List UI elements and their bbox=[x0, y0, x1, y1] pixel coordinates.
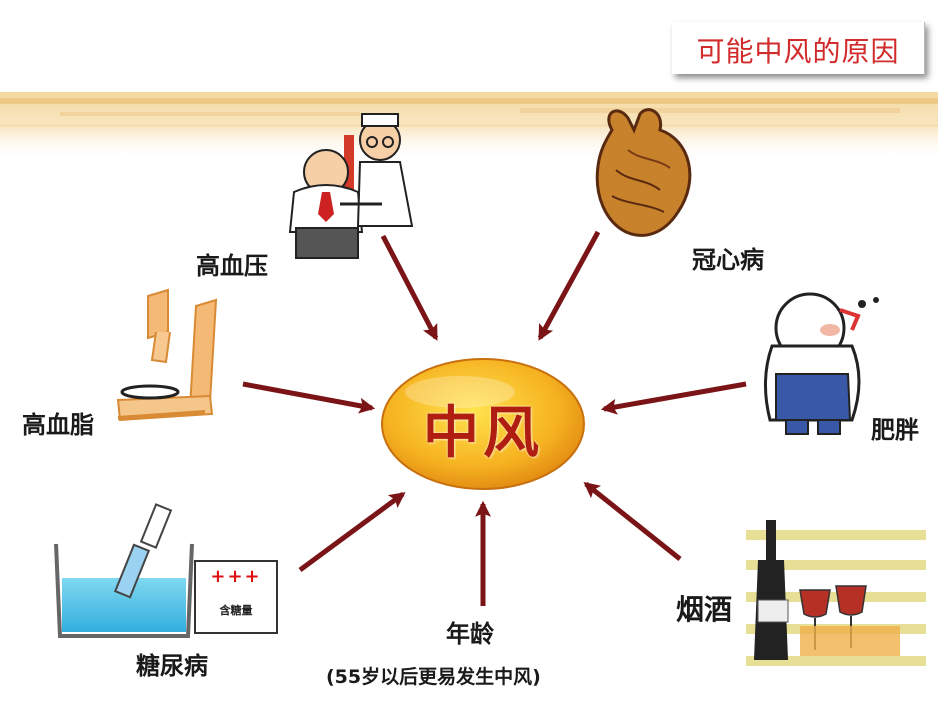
arrows bbox=[242, 230, 747, 606]
arrow-coronary bbox=[537, 230, 601, 341]
test-card-marks: +++ bbox=[210, 566, 262, 587]
heart-icon bbox=[595, 108, 692, 237]
urine-test-icon bbox=[54, 503, 194, 638]
test-card-text: 含糖量 bbox=[219, 604, 253, 617]
obese-person-icon bbox=[763, 292, 879, 435]
test-card: +++ 含糖量 bbox=[194, 560, 278, 634]
title-box: 可能中风的原因 bbox=[672, 22, 925, 74]
arrow-hyperlipidemia bbox=[242, 381, 376, 414]
label-obesity: 肥胖 bbox=[871, 416, 919, 444]
label-hypertension: 高血压 bbox=[196, 252, 268, 280]
center-label: 中风 bbox=[423, 401, 543, 466]
label-age: 年龄 bbox=[446, 620, 494, 648]
arrow-diabetes bbox=[298, 491, 406, 573]
label-diabetes: 糖尿病 bbox=[136, 652, 208, 680]
page-title: 可能中风的原因 bbox=[696, 35, 900, 68]
wine-bottle-icon bbox=[746, 520, 926, 666]
label-coronary: 冠心病 bbox=[692, 246, 764, 274]
label-age-note: (55岁以后更易发生中风) bbox=[326, 666, 541, 688]
center-oval bbox=[381, 358, 585, 490]
blood-vessel-icon bbox=[116, 288, 218, 422]
arrow-smoking-drinking bbox=[583, 482, 682, 561]
label-smoking-drinking: 烟酒 bbox=[676, 593, 733, 626]
arrow-hypertension bbox=[380, 234, 439, 341]
doctor-patient-icon bbox=[288, 113, 414, 259]
label-hyperlipidemia: 高血脂 bbox=[22, 411, 94, 439]
band-texture bbox=[0, 98, 938, 127]
arrow-obesity bbox=[600, 381, 747, 415]
